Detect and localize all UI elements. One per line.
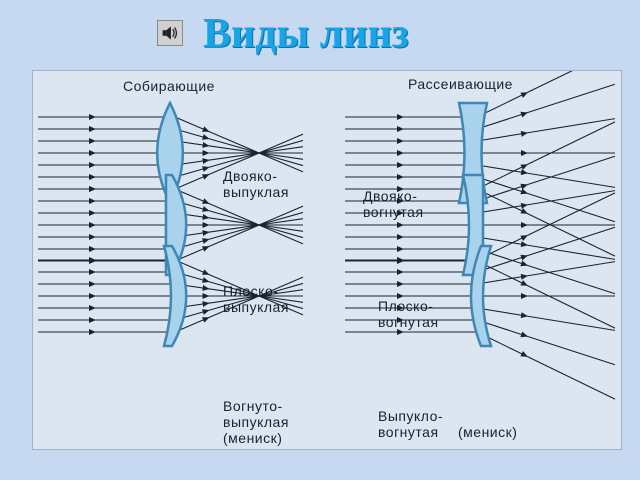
refracted-ray [476,176,528,195]
refracted-ray [258,218,304,226]
lens-label-biconcave: вогнутая [363,204,424,220]
refracted-ray [258,224,304,232]
refracted-ray [258,152,304,160]
lens-label-biconvex: Двояко- [223,168,277,184]
convexoconcave-lens [469,244,493,348]
refracted-ray [208,224,260,248]
refracted-ray [258,139,304,154]
refracted-ray [258,282,304,297]
group-label-converging: Собирающие [123,78,215,94]
refracted-ray [258,295,304,316]
refracted-ray [208,138,260,154]
refracted-ray [526,261,616,277]
refracted-ray [208,152,260,176]
speaker-icon[interactable] [157,20,183,46]
refracted-ray [526,284,616,329]
refracted-ray [208,217,260,226]
refracted-ray [258,295,304,303]
refracted-ray [526,172,616,188]
refracted-ray [208,210,260,226]
refracted-ray [526,192,616,237]
refracted-ray [526,212,616,257]
refracted-ray [526,121,616,166]
refracted-ray [526,315,616,331]
refracted-ray [526,335,616,366]
refracted-ray [208,152,260,161]
refracted-ray [476,236,528,248]
refracted-ray [526,71,573,94]
refracted-ray [208,295,260,311]
refracted-ray [258,146,304,154]
lens-label-planoconcave: вогнутая [378,314,439,330]
lenses [156,100,493,348]
lens-label-planoconcave: Плоско- [378,298,433,314]
refracted-ray [208,152,260,168]
refracted-ray [476,307,528,319]
refracted-ray [208,224,260,233]
refracted-ray [476,273,528,285]
title-row: Виды линз [0,0,640,66]
refracted-ray [258,152,304,173]
refracted-ray [208,281,260,297]
refracted-ray [258,211,304,226]
lens-label-convexoconcave: вогнутая [378,424,439,440]
refracted-ray [258,295,304,310]
lens-label-concavoconvex: Вогнуто- [223,398,283,414]
refracted-ray [526,192,616,223]
light-rays [38,71,616,400]
refracted-ray [208,288,260,297]
refracted-ray [476,164,528,190]
refracted-ray [526,355,616,400]
refracted-ray [526,190,616,206]
refracted-ray [208,295,260,319]
concavoconvex-lens [162,244,188,348]
refracted-ray [476,111,528,130]
refracted-ray [258,152,304,167]
lens-label-convexoconcave: Выпукло- [378,408,443,424]
refracted-ray [526,155,616,186]
lens-label-concavoconvex: выпуклая [223,414,289,430]
refracted-ray [258,276,304,297]
group-label-diverging: Рассеивающие [408,76,513,92]
lens-label-planoconvex: выпуклая [223,299,289,315]
refracted-ray [526,118,616,134]
refracted-ray [208,130,260,154]
refracted-ray [476,202,528,214]
speaker-icon-glyph [162,26,178,40]
refracted-ray [526,264,616,295]
refracted-ray [258,289,304,297]
refracted-ray [258,224,304,239]
lens-label-biconvex: выпуклая [223,184,289,200]
lens-label-convexoconcave: (мениск) [458,424,517,440]
refracted-ray [208,273,260,297]
refracted-ray [258,224,304,245]
refracted-ray [208,145,260,154]
refracted-ray [174,116,210,132]
refracted-ray [258,133,304,154]
planoconcave-lens [461,173,485,277]
refracted-ray [476,130,528,142]
lens-label-planoconvex: Плоско- [223,283,278,299]
page-title: Виды линз [203,11,409,57]
refracted-ray [526,226,616,257]
refracted-ray [174,174,210,190]
refracted-ray [208,224,260,240]
refracted-ray [476,164,528,176]
refracted-ray [258,205,304,226]
lens-label-concavoconvex: (мениск) [223,430,282,446]
refracted-ray [526,244,616,260]
refracted-ray [526,83,616,114]
refracted-ray [208,295,260,304]
lens-label-biconcave: Двояко- [363,188,417,204]
refracted-ray [208,202,260,226]
